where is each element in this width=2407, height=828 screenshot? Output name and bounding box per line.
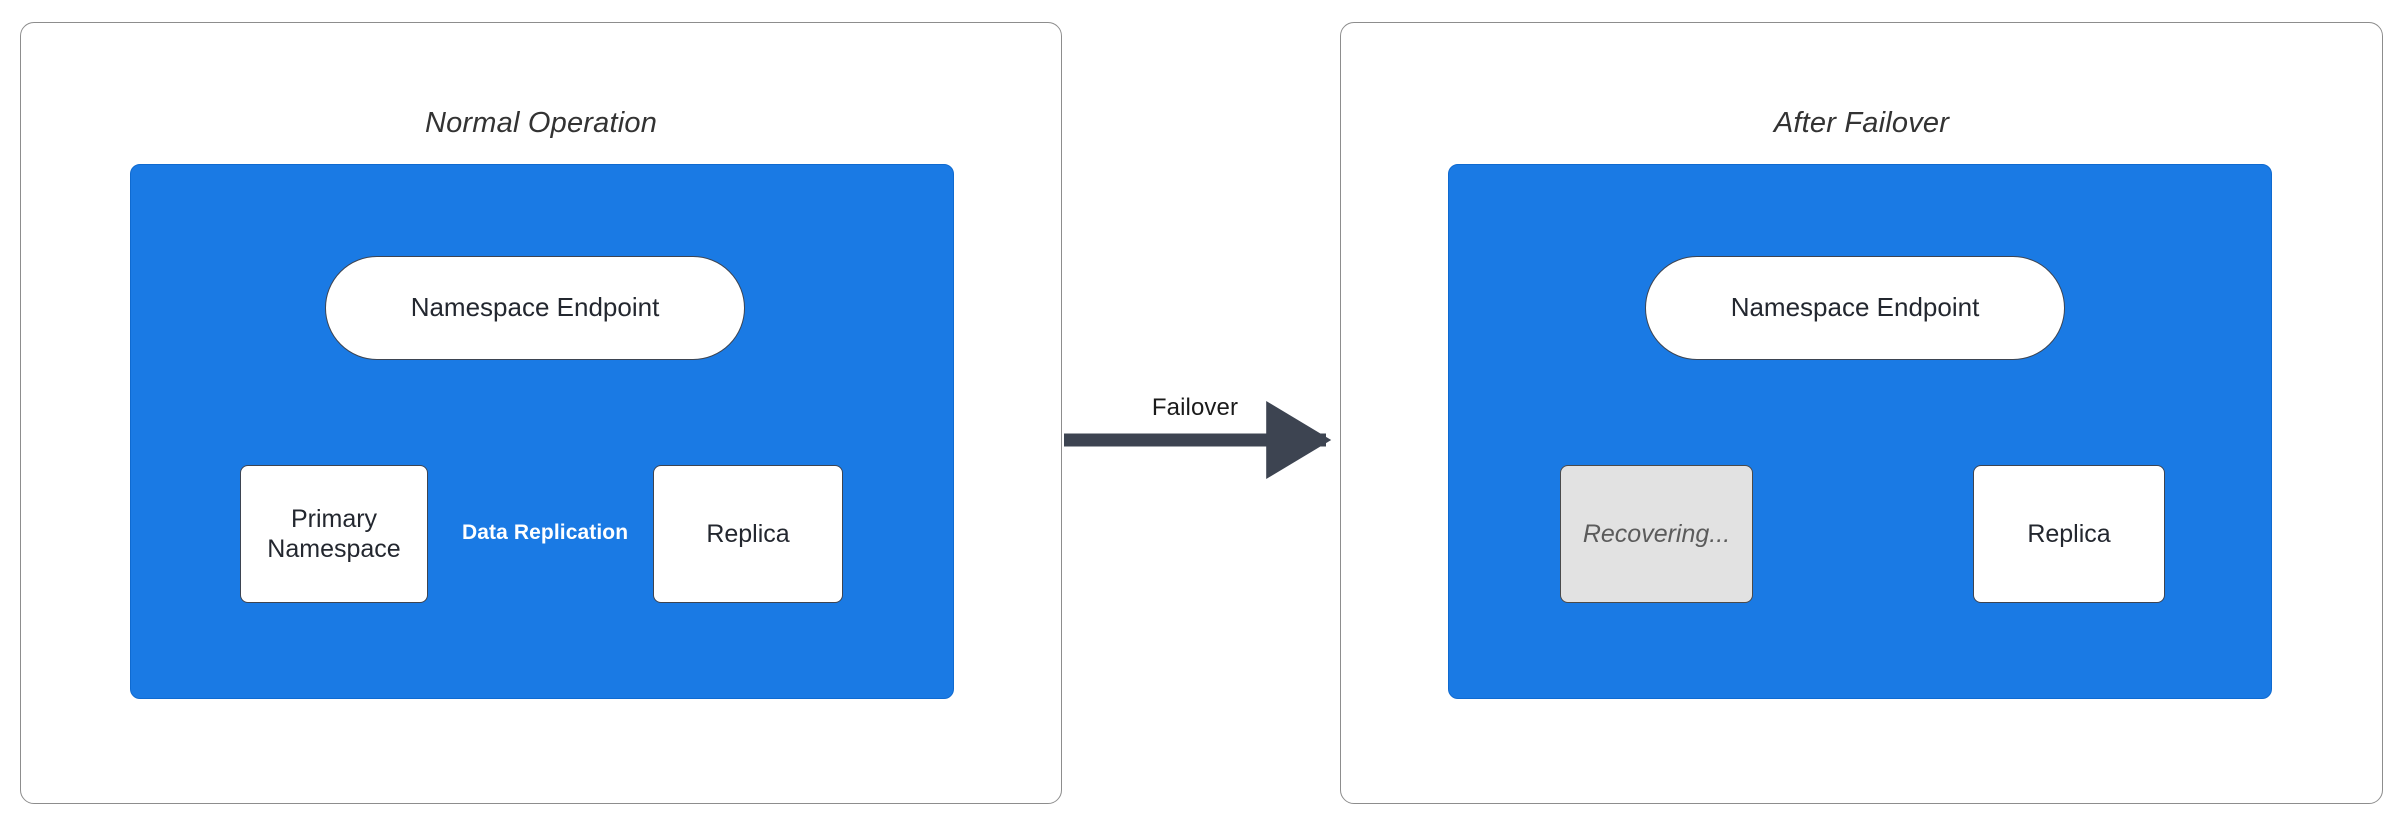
node-label: Namespace Endpoint	[410, 292, 660, 323]
node-label: Replica	[2027, 519, 2111, 548]
panel-title-normal-operation: Normal Operation	[424, 107, 658, 139]
cluster-normal-operation	[130, 164, 954, 699]
node-label: Replica	[706, 519, 790, 548]
edge-label-failover: Failover	[1151, 394, 1239, 421]
node-replica-normal[interactable]: Replica	[653, 465, 843, 603]
node-label: Recovering...	[1582, 519, 1731, 548]
edge-label-data-replication: Data Replication	[462, 521, 629, 544]
node-label: Primary Namespace	[267, 504, 401, 564]
node-label: Namespace Endpoint	[1730, 292, 1980, 323]
node-replica-failover[interactable]: Replica	[1973, 465, 2165, 603]
node-recovering[interactable]: Recovering...	[1560, 465, 1753, 603]
panel-title-after-failover: After Failover	[1773, 107, 1950, 139]
node-primary-namespace[interactable]: Primary Namespace	[240, 465, 428, 603]
node-namespace-endpoint-failover[interactable]: Namespace Endpoint	[1645, 256, 2065, 360]
cluster-after-failover	[1448, 164, 2272, 699]
node-namespace-endpoint-normal[interactable]: Namespace Endpoint	[325, 256, 745, 360]
